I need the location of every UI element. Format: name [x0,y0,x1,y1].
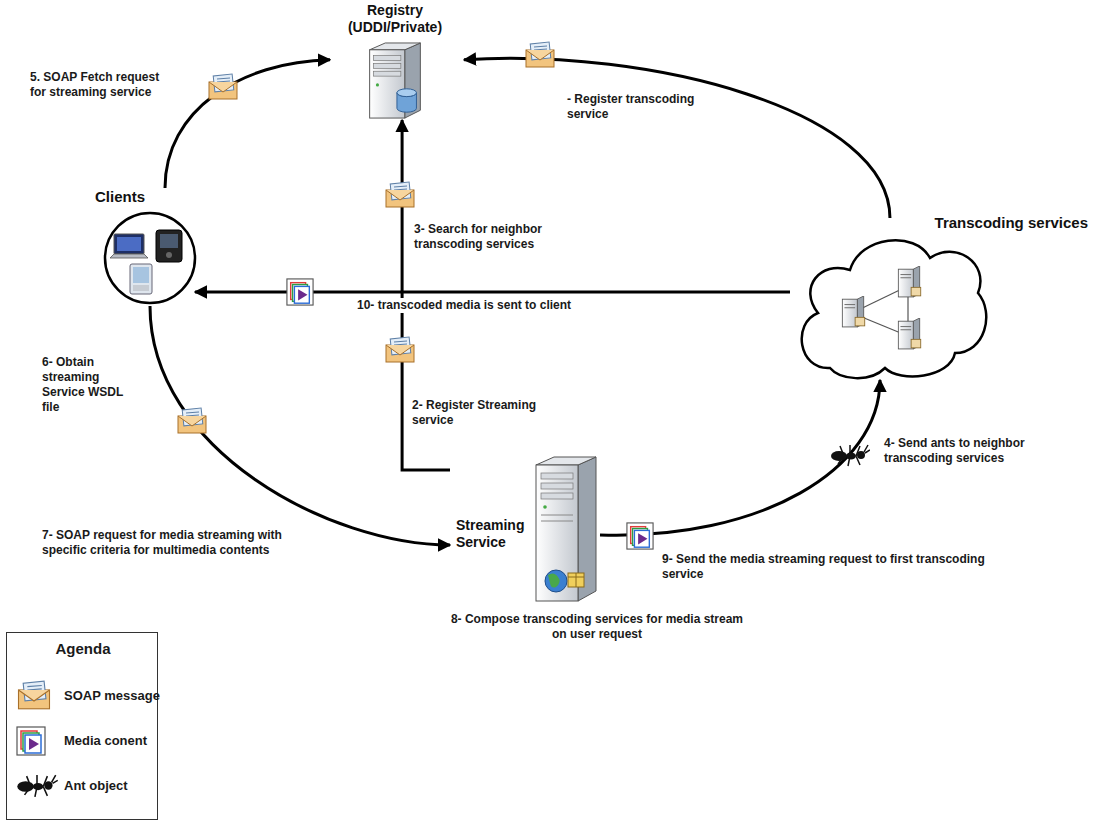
streaming-server: Streaming Service [450,455,600,605]
node-heading: Registry (UDDI/Private) [330,2,460,36]
transcoding-cloud-icon [790,218,995,380]
media-icon [287,279,313,305]
client-devices-icon-shape [105,213,195,303]
step-note: 8- Compose transcoding services for medi… [445,612,749,642]
legend-icon-shape [17,775,58,797]
flow-arrow [600,380,880,535]
step-note: 6- Obtain streaming Service WSDL file [40,355,144,415]
node-heading: Transcoding services [935,214,1088,232]
transcoding-cloud-icon-shape [802,240,987,378]
streaming-server-icon-shape [536,457,596,601]
registry-server-icon-shape [370,43,421,118]
registry-server-icon [365,42,425,120]
node-heading: Clients [95,188,145,206]
legend-icon [16,772,58,799]
ant-icon [831,445,870,466]
legend-icon [16,726,46,756]
soap-envelope [209,74,237,99]
registry-server: Registry (UDDI/Private) [330,2,464,120]
flow-arrow [464,58,890,218]
step-note: 3- Search for neighbor transcoding servi… [412,222,601,252]
edge-label: 7- SOAP request for media streaming with… [40,528,284,558]
client-devices-icon [100,210,200,306]
edge-label: 5. SOAP Fetch request for streaming serv… [28,70,172,100]
step-note: 9- Send the media streaming request to f… [660,552,994,582]
edge-label: 10- transcoded media is sent to client [355,298,629,313]
legend-label: Media conent [64,733,147,748]
flow-arrow [150,306,450,545]
soap-envelope [178,408,206,433]
legend-icon [16,680,52,711]
edge-label: 2- Register Streaming service [410,398,564,428]
node-heading: Streaming Service [456,517,530,551]
edge-label: 4- Send ants to neighbor transcoding ser… [882,436,1036,466]
transcoding-cloud: Transcoding services [790,218,1092,380]
legend-title: Agenda [8,640,158,659]
legend-label: Ant object [64,778,128,793]
flow-arrow [195,291,790,294]
soap-envelope [386,182,414,207]
media-icon [627,523,653,549]
soap-envelope [526,42,554,67]
edge-label: - Register transcoding service [565,92,719,122]
legend-icon-shape [19,681,50,709]
soap-envelope [386,337,414,362]
legend-icon-shape [17,727,45,755]
legend-label: SOAP message [64,688,160,703]
client-devices: Clients [95,188,195,306]
flow-arrow [165,60,330,188]
streaming-server-icon [530,455,600,603]
